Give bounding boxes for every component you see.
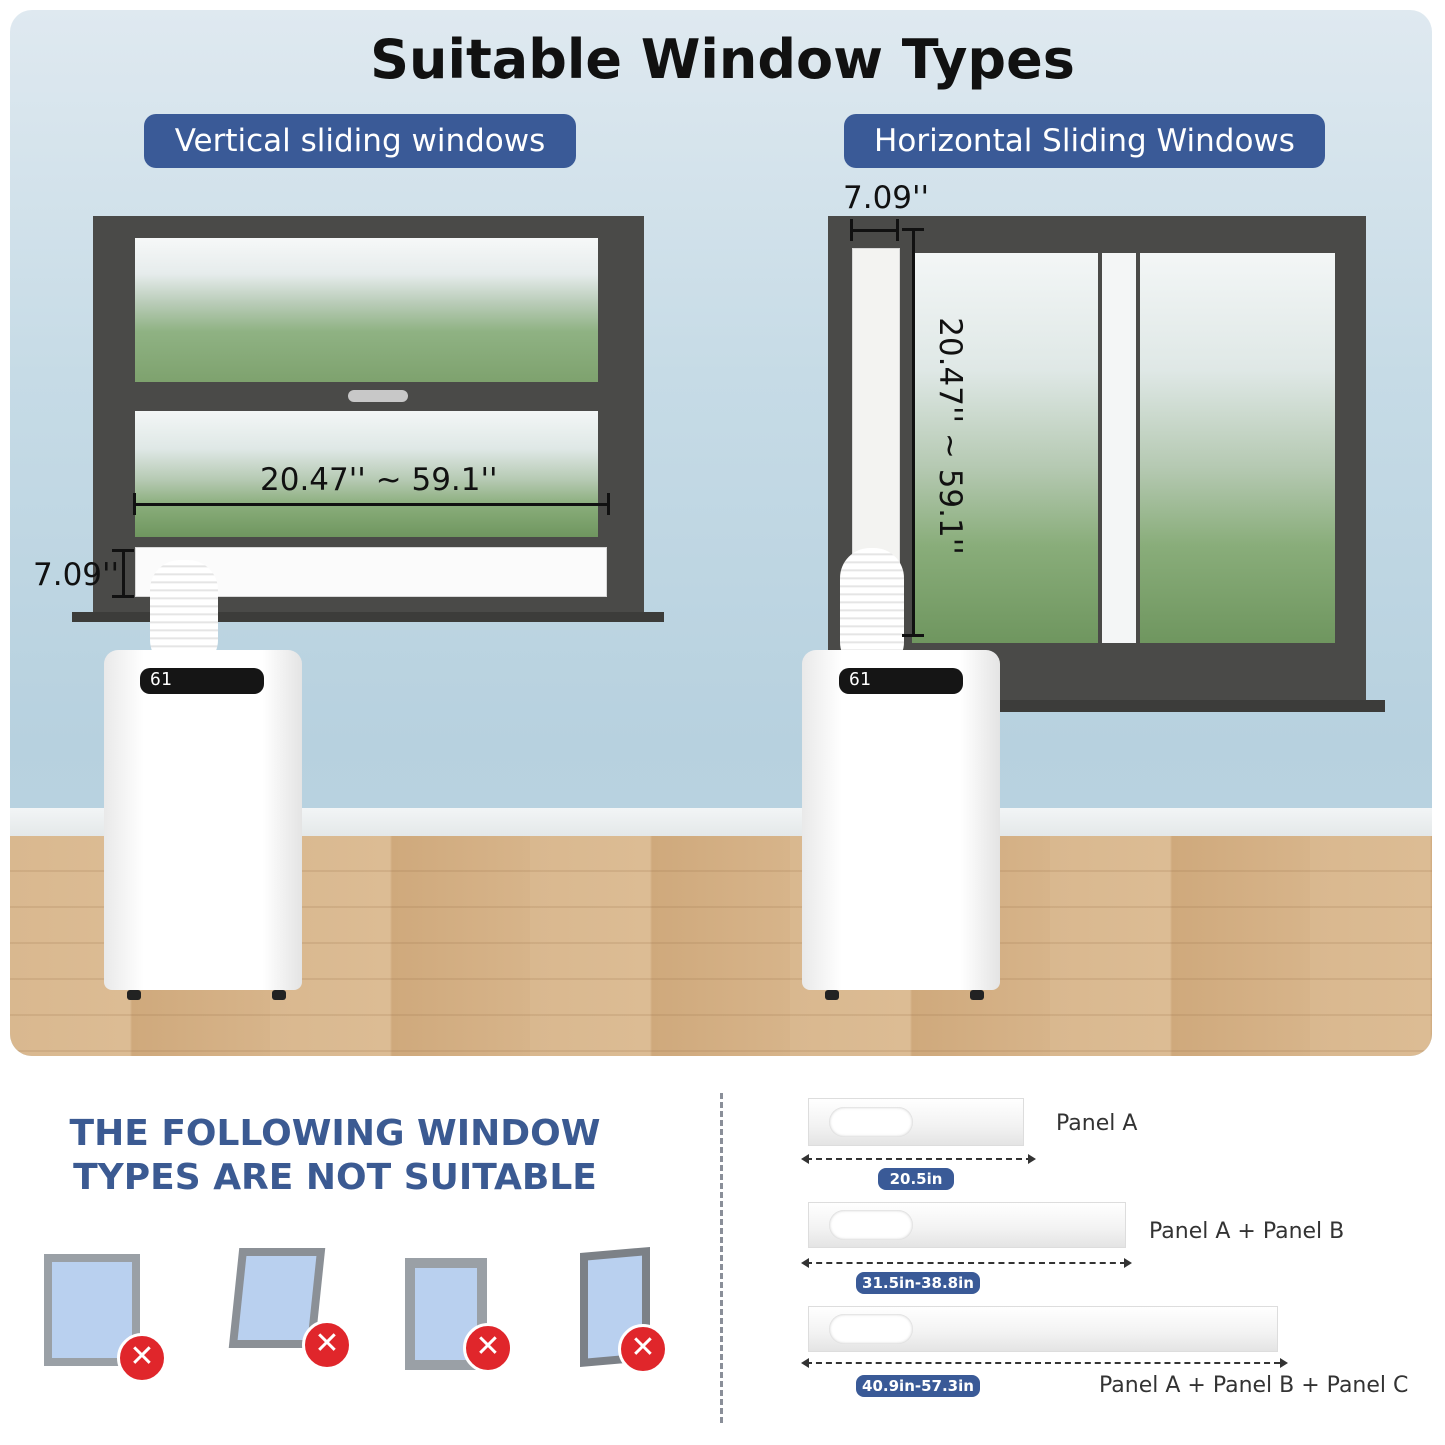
ruler-tick [896, 219, 899, 241]
ruler-tick [133, 493, 136, 515]
reject-icon: ✕ [302, 1320, 352, 1370]
reject-icon: ✕ [463, 1323, 513, 1373]
height-ruler [912, 229, 915, 637]
not-suitable-line1: THE FOLLOWING WINDOW [69, 1113, 601, 1154]
panel-a-label: Panel A [1056, 1111, 1138, 1136]
ac-display: 61 [150, 669, 172, 690]
arrow-left [801, 1258, 809, 1268]
right-glass [1140, 253, 1335, 643]
reject-icon: ✕ [117, 1333, 167, 1383]
dimension-line [806, 1362, 1280, 1364]
height-label: 7.09'' [33, 557, 120, 593]
dimension-line [806, 1158, 1032, 1160]
window-sill [72, 612, 664, 622]
panel-ab-label: Panel A + Panel B [1149, 1219, 1345, 1244]
section-divider [720, 1093, 723, 1423]
ac-body [802, 650, 1000, 990]
lower-glass [135, 411, 598, 537]
ac-display: 61 [849, 669, 871, 690]
width-ruler [134, 503, 610, 506]
panel-ab-dimension: 31.5in-38.8in [856, 1272, 980, 1294]
window-latch [348, 390, 408, 402]
panel-ab-image [808, 1202, 1126, 1248]
reject-icon: ✕ [618, 1324, 668, 1374]
not-suitable-line2: TYPES ARE NOT SUITABLE [73, 1157, 597, 1198]
panel-a-image [808, 1098, 1024, 1146]
arrow-left [801, 1358, 809, 1368]
window-panel-kit [852, 248, 900, 595]
ruler-tick [850, 219, 853, 241]
ruler-tick [112, 595, 134, 598]
panel-abc-image [808, 1306, 1278, 1352]
ruler-tick [607, 493, 610, 515]
ac-body [104, 650, 302, 990]
not-suitable-title: THE FOLLOWING WINDOW TYPES ARE NOT SUITA… [40, 1112, 630, 1200]
wheel [825, 990, 839, 1000]
width-range-label: 20.47'' ~ 59.1'' [260, 462, 498, 498]
wheel [970, 990, 984, 1000]
sash-gap [1102, 253, 1136, 643]
arrow-right [1280, 1358, 1288, 1368]
horizontal-sliding-label: Horizontal Sliding Windows [844, 114, 1325, 168]
width-ruler [851, 229, 899, 232]
arrow-right [1028, 1154, 1036, 1164]
dimension-line [806, 1262, 1126, 1264]
panel-abc-dimension: 40.9in-57.3in [856, 1375, 980, 1397]
ruler-tick [112, 549, 134, 552]
ac-control-panel: 61 [140, 668, 264, 694]
vertical-sliding-label: Vertical sliding windows [144, 114, 576, 168]
page-title: Suitable Window Types [370, 28, 1075, 91]
panel-abc-label: Panel A + Panel B + Panel C [1099, 1373, 1409, 1398]
window-sill [1000, 700, 1385, 712]
arrow-right [1124, 1258, 1132, 1268]
panel-a-dimension: 20.5in [878, 1168, 954, 1190]
width-label: 7.09'' [843, 180, 930, 216]
height-ruler [122, 549, 125, 597]
ruler-tick [902, 634, 924, 637]
left-glass [912, 253, 1098, 643]
arrow-left [801, 1154, 809, 1164]
wheel [127, 990, 141, 1000]
ac-control-panel: 61 [839, 668, 963, 694]
ruler-tick [902, 228, 924, 231]
wheel [272, 990, 286, 1000]
height-range-label: 20.47'' ~ 59.1'' [932, 317, 968, 555]
upper-glass [135, 238, 598, 382]
